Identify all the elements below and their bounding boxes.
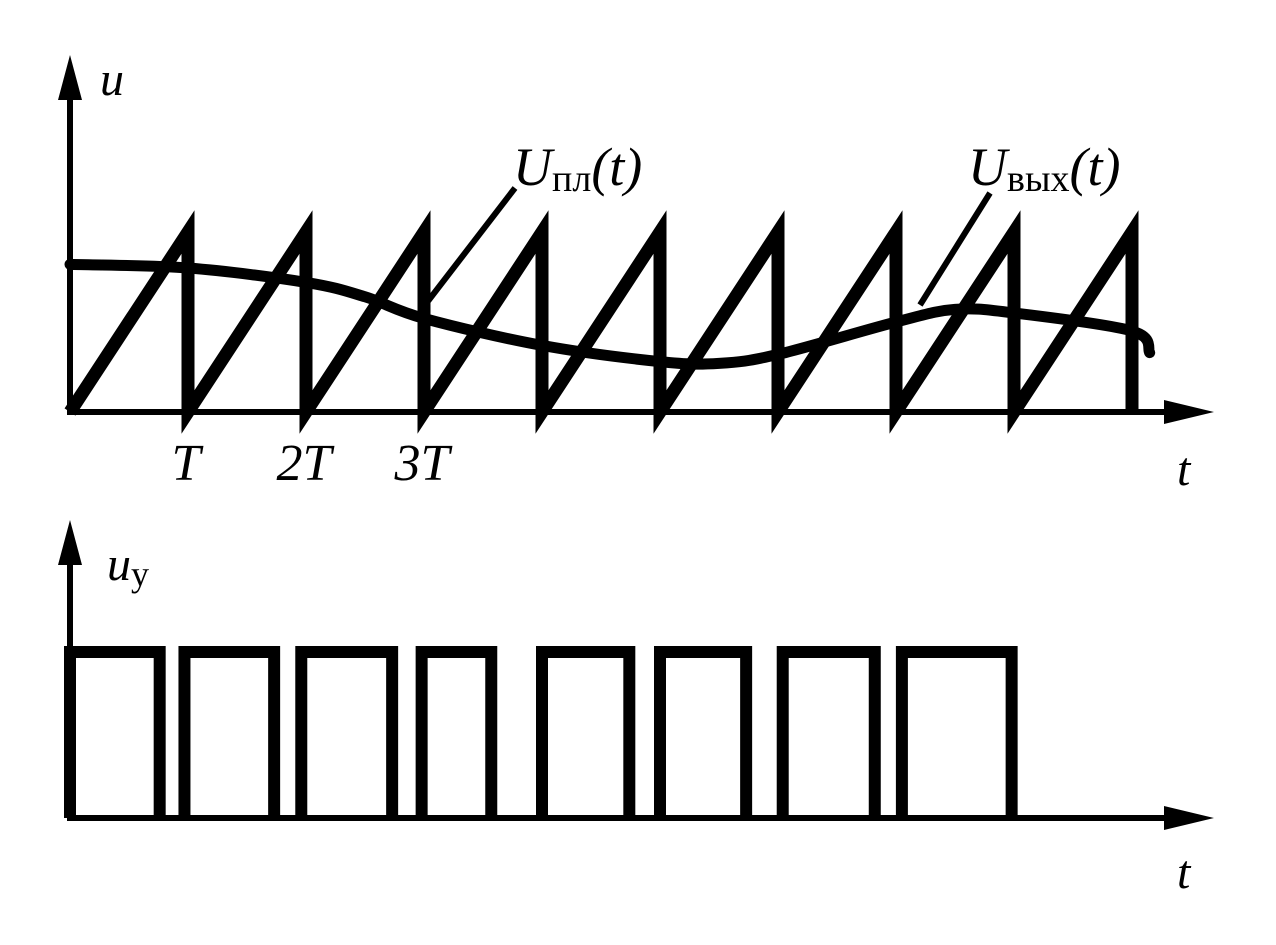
bottom-x-axis-label: t bbox=[1177, 846, 1192, 899]
sawtooth-label-leader bbox=[422, 186, 518, 307]
top-x-axis-arrowhead bbox=[1164, 400, 1214, 424]
sawtooth-waveform bbox=[64, 210, 1139, 434]
bottom-x-axis-arrowhead bbox=[1164, 806, 1214, 830]
output-label-leader bbox=[917, 191, 993, 307]
output-label-sub: вых bbox=[1007, 158, 1069, 200]
sawtooth-label-arg: (t) bbox=[591, 137, 642, 197]
control-pulse-2 bbox=[178, 646, 281, 818]
top-y-axis-label: u bbox=[100, 53, 124, 106]
top-x-axis-label: t bbox=[1177, 443, 1192, 496]
period-tick-label-3: 3T bbox=[394, 435, 453, 492]
bottom-y-axis-label-base: u bbox=[107, 538, 131, 591]
period-tick-label-1: T bbox=[172, 435, 204, 492]
top-y-axis-arrowhead bbox=[58, 55, 82, 100]
control-pulse-7 bbox=[776, 646, 881, 818]
sawtooth-label: Uпл(t) bbox=[513, 137, 642, 200]
output-label-arg: (t) bbox=[1069, 137, 1120, 197]
control-pulse-5 bbox=[536, 646, 636, 818]
bottom-y-axis-label-sub: у bbox=[131, 554, 149, 594]
output-label-base: U bbox=[968, 137, 1010, 197]
sawtooth-label-sub: пл bbox=[552, 158, 591, 200]
control-pulse-8 bbox=[895, 646, 1018, 818]
sawtooth-label-base: U bbox=[513, 137, 555, 197]
control-pulses bbox=[64, 646, 1018, 818]
period-tick-labels: T 2T 3T bbox=[172, 435, 453, 492]
control-pulse-3 bbox=[295, 646, 399, 818]
control-pulse-4 bbox=[415, 646, 498, 818]
bottom-y-axis-arrowhead bbox=[58, 520, 82, 565]
control-pulse-6 bbox=[654, 646, 753, 818]
output-voltage-curve bbox=[64, 258, 1156, 370]
output-label: Uвых(t) bbox=[968, 137, 1120, 200]
period-tick-label-2: 2T bbox=[277, 435, 335, 492]
bottom-y-axis-label: uу bbox=[107, 538, 149, 594]
bottom-plot: uу t bbox=[58, 520, 1214, 899]
control-pulse-1 bbox=[64, 646, 166, 818]
